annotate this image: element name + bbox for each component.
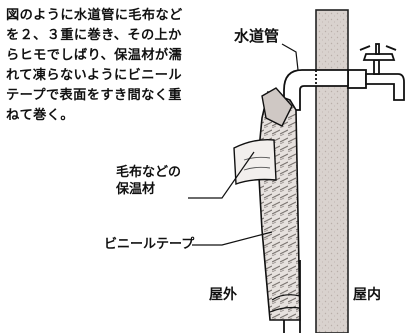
insulation-label-line: 保温材 — [116, 182, 156, 197]
instruction-line: らヒモでしばり、保温材が濡 — [6, 48, 183, 63]
leader-lines — [188, 43, 299, 246]
insulation-label: 毛布などの 保温材 — [116, 164, 181, 198]
instruction-text: 図のように水道管に毛布など を２、３重に巻き、その上か らヒモでしばり、保温材が… — [6, 6, 218, 126]
instruction-line: テープで表面をすき間なく重 — [6, 88, 182, 103]
faucet-icon — [347, 43, 405, 101]
vinyl-tape-label: ビニールテープ — [104, 237, 195, 252]
instruction-line: れて凍らないようにビニール — [6, 68, 182, 83]
instruction-line: ねて巻く。 — [6, 108, 74, 123]
instruction-line: を２、３重に巻き、その上か — [6, 28, 182, 43]
indoor-label: 屋内 — [353, 287, 381, 303]
insulation-wrap — [233, 87, 301, 321]
instruction-line: 図のように水道管に毛布など — [6, 8, 183, 23]
insulation-label-line: 毛布などの — [116, 165, 182, 180]
outdoor-label: 屋外 — [209, 287, 237, 303]
water-pipe-label: 水道管 — [234, 27, 280, 45]
wall — [315, 9, 349, 333]
